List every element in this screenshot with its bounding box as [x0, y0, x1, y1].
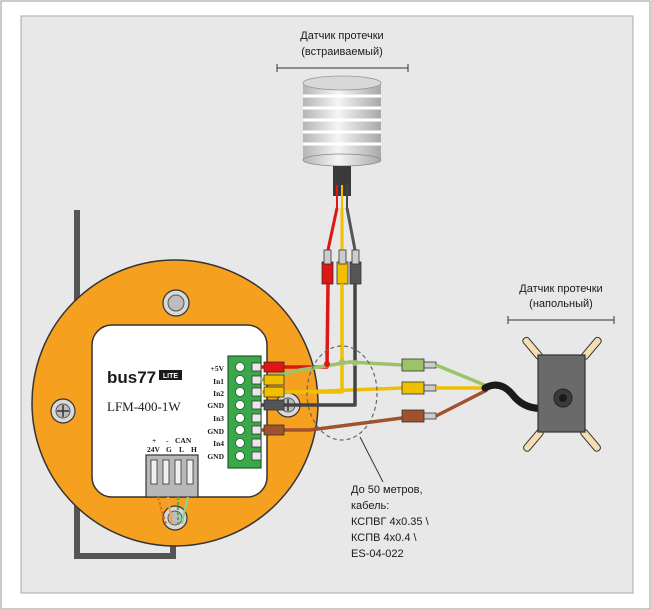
brand-badge-bg [159, 370, 182, 380]
cable-note-line: КСПВГ 4x0.35 \ [351, 516, 430, 528]
power-label-plus: + [152, 436, 156, 445]
brand-name: bus77 [107, 368, 156, 387]
top-sensor-subtitle: (встраиваемый) [301, 46, 383, 58]
can-label-h: H [191, 445, 197, 454]
screw-icon [50, 398, 76, 424]
terminal-label: In4 [213, 439, 224, 448]
right-sensor-title: Датчик протечки [519, 283, 602, 295]
power-connector [145, 454, 199, 498]
module-model: LFM-400-1W [107, 399, 181, 414]
embedded-sensor-icon [302, 75, 382, 210]
top-sensor-leads [326, 207, 357, 251]
top-sensor-title: Датчик протечки [300, 30, 383, 42]
cable-note-line: До 50 метров, [351, 484, 423, 496]
terminal-label: GND [207, 427, 224, 436]
terminal-label: In3 [213, 414, 224, 423]
cable-callout-leader [359, 436, 384, 483]
brand-badge: LITE [163, 373, 178, 380]
terminal-label: GND [207, 452, 224, 461]
can-label: CAN [175, 436, 192, 445]
power-label-minus: - [166, 436, 169, 445]
right-sensor-subtitle: (напольный) [529, 298, 593, 310]
terminal-block [227, 355, 262, 469]
floor-sensor-leads [435, 363, 488, 418]
power-label-24v: 24V [147, 445, 161, 454]
screw-icon [162, 289, 190, 317]
crimp-connectors-right [401, 358, 437, 423]
cable-note-line: ES-04-022 [351, 548, 404, 560]
terminal-label: In2 [213, 389, 224, 398]
power-label-g: G [166, 445, 172, 454]
cable-note-line: кабель: [351, 500, 389, 512]
terminal-label: GND [207, 401, 224, 410]
terminal-label: In1 [213, 377, 224, 386]
floor-sensor-icon [522, 336, 602, 452]
can-label-l: L [179, 445, 184, 454]
power-wires [156, 496, 190, 525]
cable-note-line: КСПВ 4x0.4 \ [351, 532, 417, 544]
crimp-connectors-terminal [263, 361, 285, 436]
terminal-label: +5V [211, 364, 225, 373]
junction-dots [324, 359, 358, 367]
crimp-connectors-top [321, 249, 362, 285]
cable-callout-ellipse [306, 345, 378, 441]
